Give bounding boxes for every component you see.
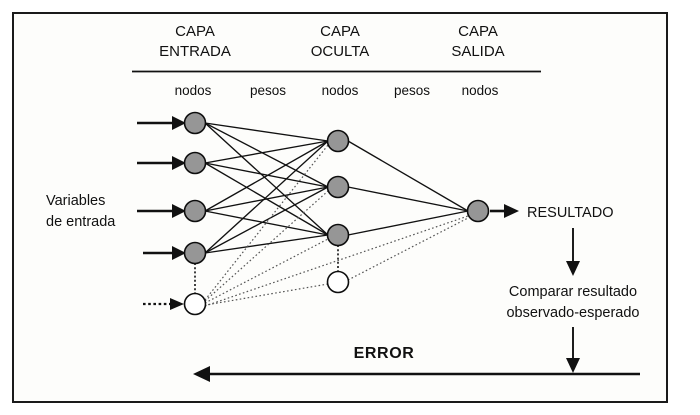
hidden-bias-node[interactable] [326, 270, 350, 294]
hidden-node-1[interactable] [326, 129, 350, 153]
input-node-2[interactable] [183, 151, 207, 175]
subheader-pesos-2: pesos [394, 83, 430, 98]
input-arrow-4 [143, 246, 186, 260]
input-variables-label-line1: Variables [46, 193, 105, 209]
input-bias-node[interactable] [183, 292, 207, 316]
bias-connections [194, 144, 469, 307]
hidden-node-2[interactable] [326, 175, 350, 199]
input-node-4[interactable] [183, 241, 207, 265]
input-node-3[interactable] [183, 199, 207, 223]
result-arrow [490, 204, 519, 218]
weights-input-to-hidden [204, 122, 329, 254]
compare-arrow [566, 228, 580, 276]
output-node[interactable] [466, 199, 490, 223]
subheader-nodos-output: nodos [462, 83, 499, 98]
hidden-node-3[interactable] [326, 223, 350, 247]
subheader-pesos-1: pesos [250, 83, 286, 98]
input-arrow-2 [137, 156, 186, 170]
layer-header-input-line1: CAPA [175, 23, 215, 40]
error-arrow [193, 366, 640, 382]
layer-header-input-line2: ENTRADA [159, 43, 231, 60]
input-variables-label-line2: de entrada [46, 214, 116, 230]
result-label: RESULTADO [527, 205, 613, 221]
input-arrow-bias [143, 298, 184, 310]
feedback-arrow [566, 327, 580, 373]
input-arrow-1 [137, 116, 186, 130]
layer-header-output-line1: CAPA [458, 23, 498, 40]
subheader-nodos-hidden: nodos [322, 83, 359, 98]
layer-header-hidden-line1: CAPA [320, 23, 360, 40]
input-node-1[interactable] [183, 111, 207, 135]
input-arrow-3 [137, 204, 186, 218]
weights-hidden-to-output [347, 140, 469, 236]
figure-frame [12, 12, 668, 403]
layer-header-output-line2: SALIDA [451, 43, 504, 60]
layer-header-hidden-line2: OCULTA [311, 43, 370, 60]
subheader-nodos-input: nodos [175, 83, 212, 98]
compare-label-line2: observado-esperado [506, 305, 639, 321]
compare-label-line1: Comparar resultado [509, 284, 637, 300]
error-label: ERROR [354, 345, 415, 362]
